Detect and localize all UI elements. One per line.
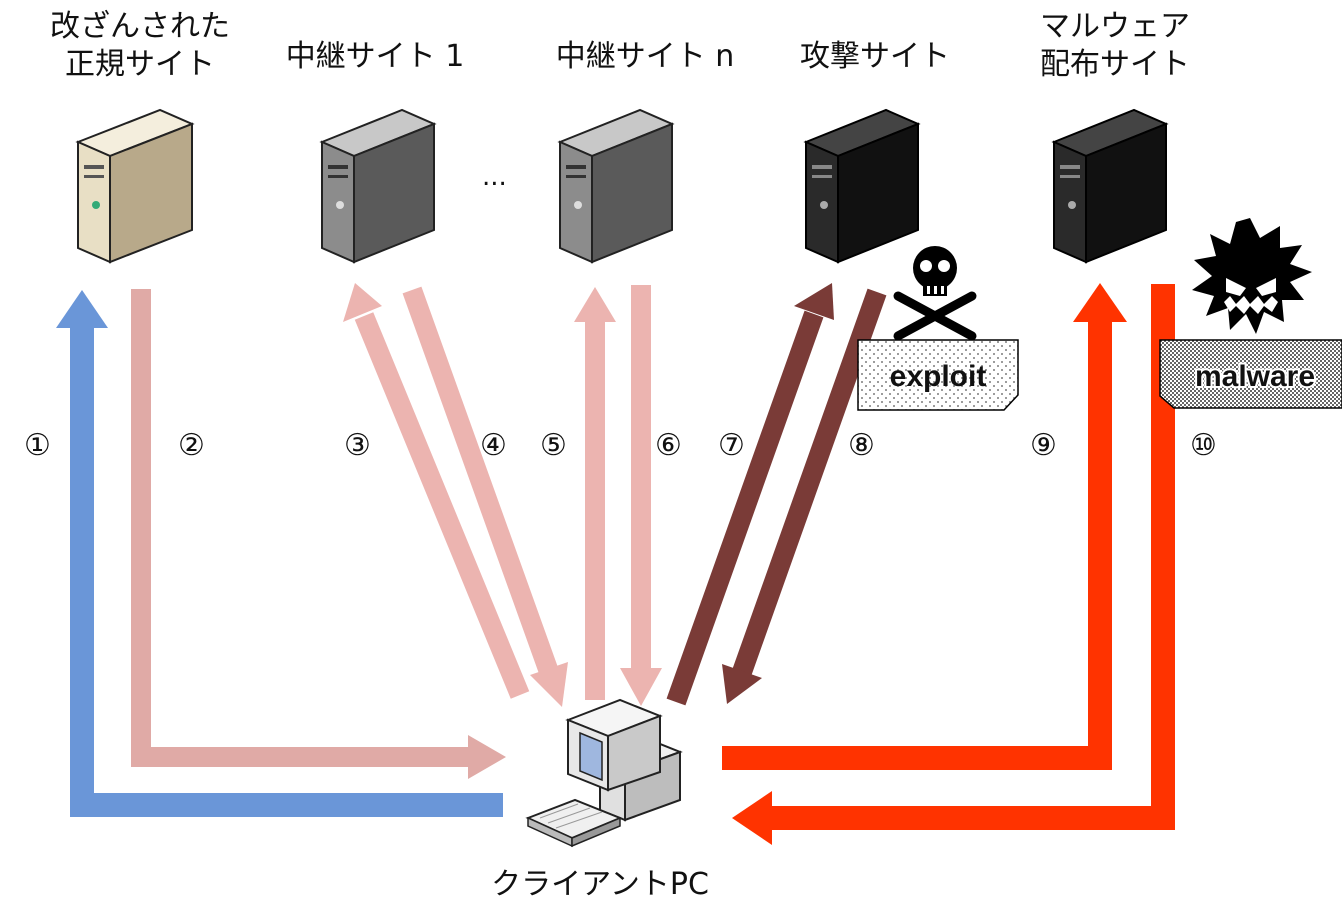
ellipsis-text: ... [482, 162, 507, 192]
step-2: ② [178, 428, 205, 463]
step-10: ⑩ [1190, 428, 1217, 463]
arrow-4-head [530, 662, 568, 707]
arrow-8 [732, 288, 887, 676]
arrow-8-head [722, 664, 762, 704]
step-4: ④ [480, 428, 507, 463]
step-1: ① [24, 428, 51, 463]
arrow-1 [70, 326, 503, 817]
exploit-tag-label: exploit [890, 360, 987, 393]
arrow-4 [402, 286, 559, 676]
arrow-10 [770, 284, 1175, 830]
malware-tag: malware [1159, 339, 1342, 409]
step-3: ③ [344, 428, 371, 463]
site-label-malware-dist: マルウェア 配布サイト [1040, 9, 1190, 82]
malware-tag-label: malware [1195, 360, 1315, 393]
arrow-9-head [1073, 283, 1127, 322]
arrow-9 [722, 320, 1112, 770]
arrow-7 [666, 310, 824, 706]
server-icon-attack [803, 108, 921, 264]
arrow-10-head [732, 791, 772, 845]
step-5: ⑤ [540, 428, 567, 463]
step-6: ⑥ [655, 428, 682, 463]
site-label-relayn: 中継サイト n [555, 39, 735, 74]
arrow-7-head [794, 283, 834, 320]
server-icon-relay1 [319, 108, 437, 264]
server-icon-malware-dist [1051, 108, 1169, 264]
client-pc-icon [525, 698, 683, 848]
malware-monster-icon [1192, 218, 1312, 334]
site-label-compromised: 改ざんされた 正規サイト [50, 9, 230, 82]
server-icon-relayn [557, 108, 675, 264]
server-icon-compromised [75, 108, 195, 264]
skull-crossbones-icon [893, 246, 977, 341]
arrow-3-head [343, 283, 382, 322]
step-7: ⑦ [718, 428, 745, 463]
step-9: ⑨ [1030, 428, 1057, 463]
site-label-attack: 攻撃サイト [800, 39, 950, 74]
arrow-3 [354, 312, 530, 699]
step-8: ⑧ [848, 428, 875, 463]
arrow-2 [131, 289, 470, 767]
arrow-2-head [468, 735, 506, 779]
exploit-tag: exploit [857, 339, 1019, 411]
arrow-6-head [620, 668, 662, 706]
client-pc-label: クライアントPC [491, 867, 709, 902]
arrow-1-head [56, 290, 108, 328]
arrow-5-head [574, 287, 616, 322]
site-label-relay1: 中継サイト 1 [285, 39, 465, 74]
